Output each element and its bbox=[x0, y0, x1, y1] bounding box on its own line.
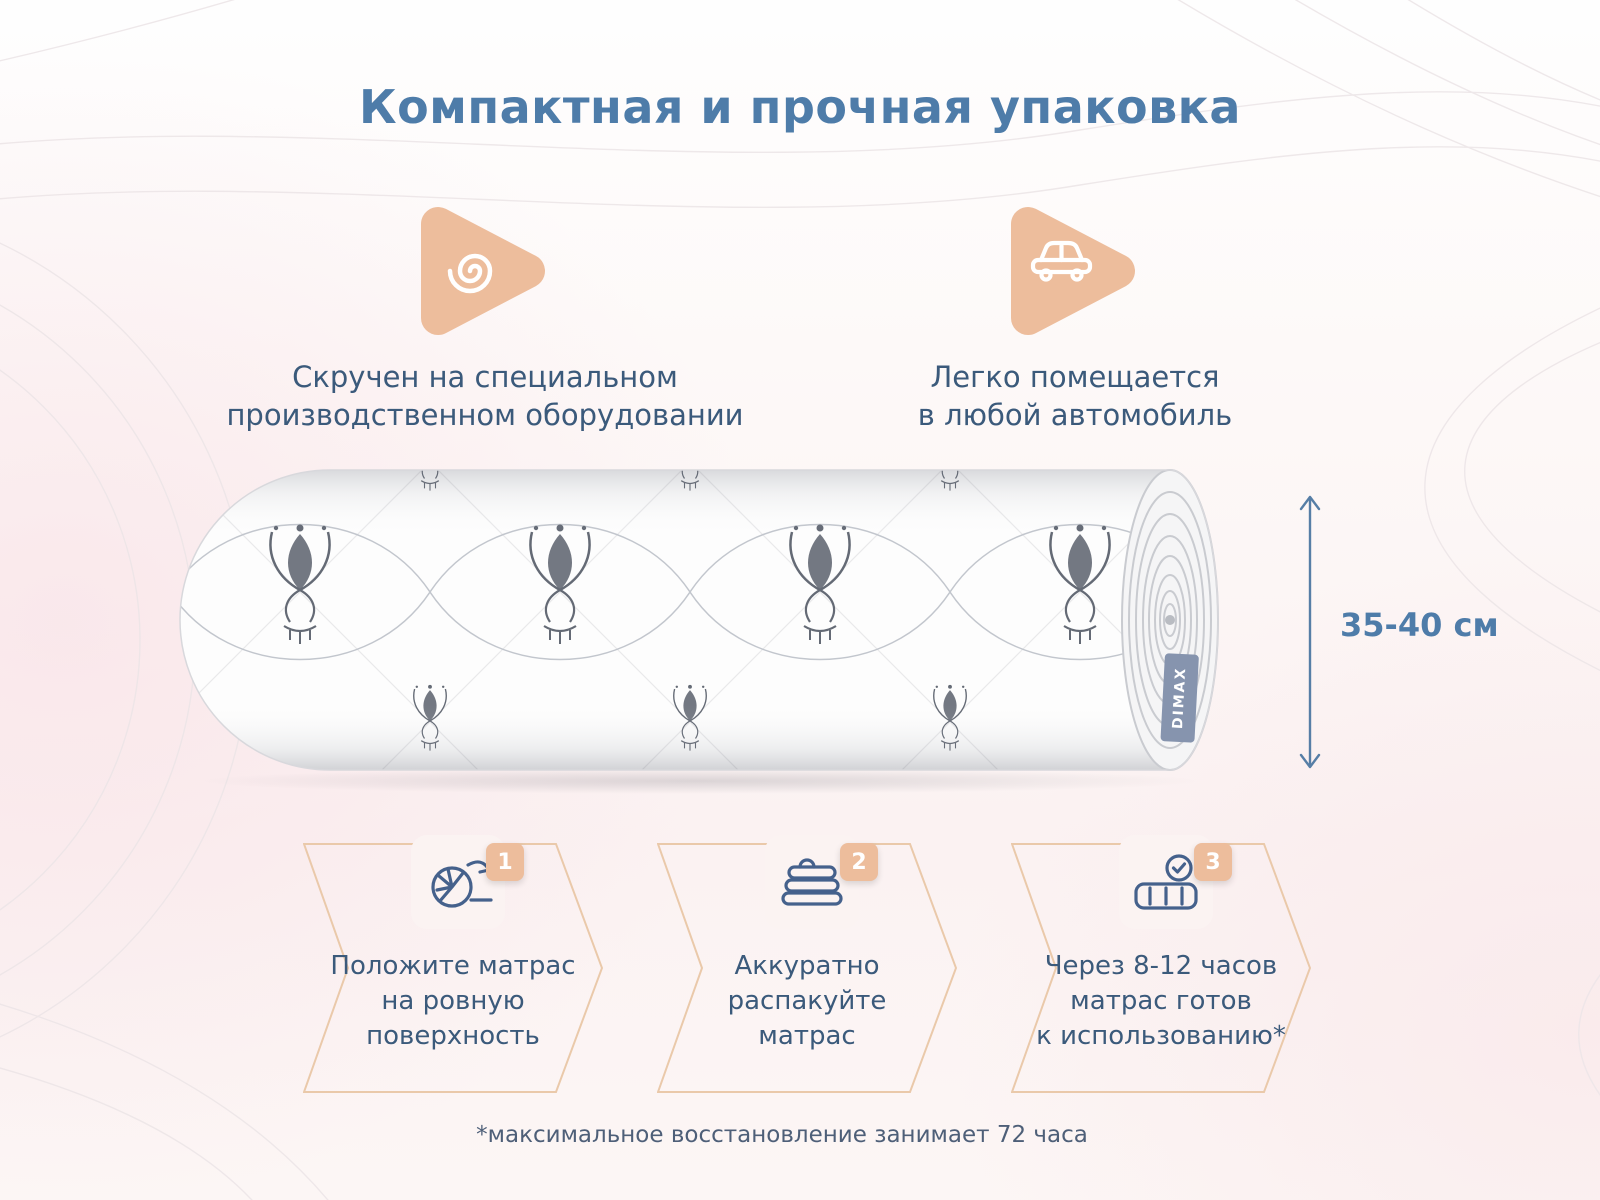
feature-car-line-2: в любой автомобиль bbox=[917, 398, 1233, 433]
spiral-triangle-icon bbox=[205, 196, 765, 346]
step-number-badge: 2 bbox=[840, 843, 878, 881]
roll-body bbox=[180, 470, 1218, 770]
feature-rolled-line-2: производственном оборудовании bbox=[226, 398, 744, 433]
car-icon bbox=[1011, 207, 1135, 335]
step-number-badge: 3 bbox=[1194, 843, 1232, 881]
step-3-text: Через 8-12 часов матрас готов к использо… bbox=[1031, 949, 1291, 1054]
brand-tag: DIMAX bbox=[1160, 653, 1199, 743]
step-2-text: Аккуратно распакуйте матрас bbox=[677, 949, 937, 1054]
feature-rolled-line-1: Скручен на специальном bbox=[292, 360, 678, 394]
page-title: Компактная и прочная упаковка bbox=[359, 80, 1241, 134]
step-2-line-1: Аккуратно bbox=[734, 951, 880, 981]
feature-car-line-1: Легко помещается bbox=[930, 360, 1220, 394]
vertical-measure-arrow-icon bbox=[1299, 495, 1321, 769]
step-chevron-outline bbox=[303, 843, 603, 1093]
spiral-icon bbox=[421, 207, 545, 335]
step-chevron-outline bbox=[657, 843, 957, 1093]
step-3-line-1: Через 8-12 часов bbox=[1044, 951, 1278, 981]
feature-car-text: Легко помещается в любой автомобиль bbox=[850, 358, 1300, 435]
brand-tag-label: DIMAX bbox=[1170, 666, 1189, 729]
feature-rolled: Скручен на специальном производственном … bbox=[205, 196, 765, 435]
feature-car: Легко помещается в любой автомобиль bbox=[850, 196, 1300, 435]
mattress-roll-image: DIMAX bbox=[179, 469, 1219, 794]
footnote: *максимальное восстановление занимает 72… bbox=[476, 1122, 1088, 1148]
step-1-line-3: поверхность bbox=[366, 1021, 540, 1052]
step-3-line-3: к использованию* bbox=[1036, 1021, 1286, 1052]
measurement-label: 35-40 см bbox=[1340, 606, 1499, 644]
step-3-line-2: матрас готов bbox=[1070, 986, 1252, 1017]
roll-shadow bbox=[200, 768, 1200, 794]
step-1-line-2: на ровную bbox=[381, 986, 525, 1017]
step-1-line-1: Положите матрас bbox=[330, 951, 576, 981]
step-2-line-2: распакуйте bbox=[727, 986, 887, 1017]
step-1: 1 Положите матрас на ровную поверхность bbox=[303, 835, 603, 1093]
step-3: 3 Через 8-12 часов матрас готов к исполь… bbox=[1011, 835, 1311, 1093]
step-2: 2 Аккуратно распакуйте матрас bbox=[657, 835, 957, 1093]
step-number-badge: 1 bbox=[486, 843, 524, 881]
step-1-text: Положите матрас на ровную поверхность bbox=[323, 949, 583, 1054]
step-chevron-outline bbox=[1011, 843, 1311, 1093]
feature-rolled-text: Скручен на специальном производственном … bbox=[205, 358, 765, 435]
car-triangle-icon bbox=[850, 196, 1300, 346]
step-2-line-3: матрас bbox=[758, 1021, 856, 1052]
